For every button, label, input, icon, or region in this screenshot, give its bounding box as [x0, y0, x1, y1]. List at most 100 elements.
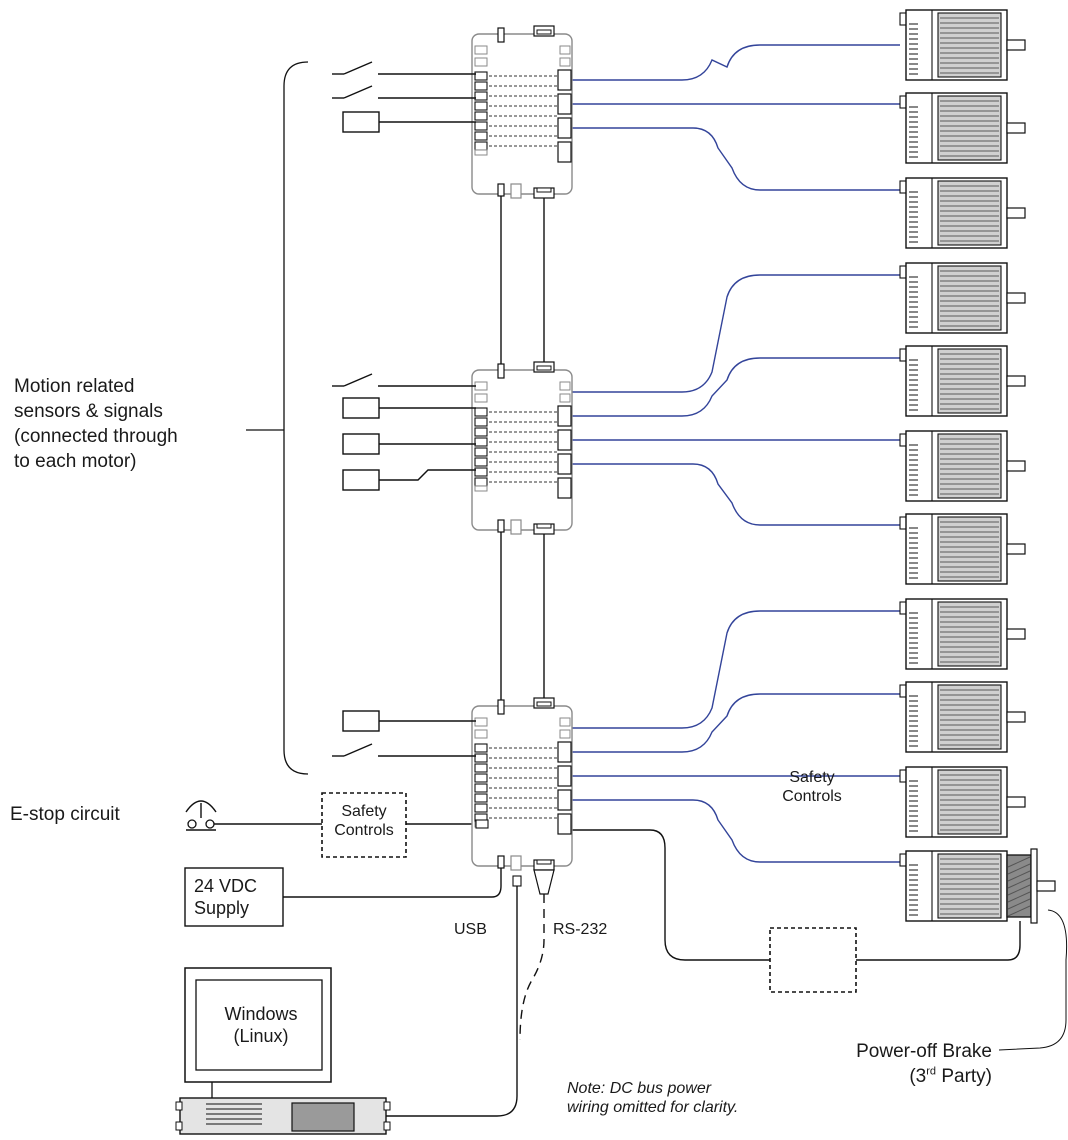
- motor-core: [937, 433, 1002, 499]
- controller-module-3: [471, 697, 573, 871]
- controller-motor-port: [557, 69, 572, 91]
- controller-motor-port: [557, 429, 572, 451]
- controller-bottom-port-pin: [536, 523, 552, 529]
- controller-module-1: [471, 25, 573, 199]
- controller-terminal: [474, 447, 488, 457]
- controller-terminal: [474, 743, 488, 753]
- safety-controls-line: Controls: [334, 822, 394, 839]
- controller-terminal: [474, 467, 488, 477]
- stepper-motor-4: [899, 262, 1026, 334]
- controller-module-2: [471, 361, 573, 535]
- switch-blade: [343, 85, 373, 99]
- motor-cables: [571, 44, 900, 863]
- controller-tab: [559, 717, 571, 727]
- brake-label-text: (3: [909, 1066, 927, 1087]
- controller-terminal: [474, 141, 488, 151]
- motor-cable: [571, 610, 900, 729]
- pc-label-line: (Linux): [233, 1026, 289, 1046]
- pc-label: Windows (Linux): [196, 1003, 326, 1047]
- supply-label-line: 24 VDC: [194, 876, 258, 896]
- motor-cable: [571, 44, 900, 81]
- estop-terminal: [475, 819, 489, 829]
- controller-tab: [474, 729, 488, 739]
- controller-terminal: [474, 91, 488, 101]
- controller-motor-port: [557, 93, 572, 115]
- stepper-motor-11: [899, 848, 1056, 924]
- usb-plug: [512, 875, 522, 887]
- controller-terminal: [474, 417, 488, 427]
- controller-motor-port: [557, 741, 572, 763]
- note-line: wiring omitted for clarity.: [567, 1099, 739, 1116]
- controller-terminal: [474, 793, 488, 803]
- controller-top-port-pin: [536, 365, 552, 371]
- controller-tab: [559, 57, 571, 67]
- controller-tab: [474, 149, 488, 156]
- controller-motor-port: [557, 765, 572, 787]
- sensors-label-line: to each motor): [14, 451, 137, 472]
- motor-shaft: [1006, 711, 1026, 723]
- motor-cable: [571, 127, 900, 191]
- motor-cable: [571, 463, 900, 526]
- motor-core: [937, 684, 1002, 750]
- motor-shaft: [1006, 122, 1026, 134]
- motor-shaft: [1006, 375, 1026, 387]
- safety-controls-line: Safety: [341, 803, 387, 820]
- controller-terminal: [474, 101, 488, 111]
- rs232-cable: [519, 894, 545, 1041]
- stepper-motor-7: [899, 513, 1026, 585]
- controller-tab: [559, 729, 571, 739]
- pc-drive: [291, 1102, 355, 1132]
- controller-motor-port: [557, 405, 572, 427]
- controller-terminal: [474, 427, 488, 437]
- controllers: [471, 25, 573, 871]
- brake-flange: [1030, 848, 1038, 924]
- bracket: [283, 61, 309, 775]
- motor-cable: [571, 274, 900, 393]
- monitor-screen: [195, 979, 323, 1071]
- controller-terminal: [474, 407, 488, 417]
- supply-label: 24 VDC Supply: [194, 875, 257, 919]
- motor-core: [937, 12, 1002, 78]
- brake-hatch: [1007, 898, 1031, 910]
- controller-bottom-connector: [497, 183, 505, 197]
- supply-label-line: Supply: [194, 898, 250, 918]
- switch-blade: [343, 373, 373, 387]
- pc-label-line: Windows: [224, 1004, 298, 1024]
- motor-core: [937, 769, 1002, 835]
- controller-body: [471, 369, 573, 531]
- brake-label-line: Power-off Brake: [856, 1041, 992, 1062]
- sensor-box-icon: [342, 111, 476, 133]
- note: Note: DC bus power wiring omitted for cl…: [567, 1079, 738, 1117]
- controller-motor-port: [557, 477, 572, 499]
- controller-motor-port: [557, 453, 572, 475]
- controller-motor-port: [557, 813, 572, 835]
- controller-tab: [559, 45, 571, 55]
- motor-shaft: [1006, 39, 1026, 51]
- computer-icon: [175, 967, 391, 1135]
- brake-hatch: [1007, 856, 1031, 868]
- pc-foot: [175, 1121, 183, 1131]
- switch-blade: [343, 61, 373, 75]
- controller-bottom-port-pin: [536, 859, 552, 865]
- controller-motor-port: [557, 141, 572, 163]
- estop-button-icon: [185, 800, 217, 831]
- rs232-label: RS-232: [553, 921, 608, 938]
- motor-core: [937, 601, 1002, 667]
- sensor-wire: [379, 469, 476, 481]
- controller-motor-port: [557, 117, 572, 139]
- stepper-motor-1: [899, 9, 1026, 81]
- motor-shaft: [1006, 460, 1026, 472]
- motors: [899, 9, 1056, 924]
- brake-safety-wire: [571, 829, 770, 961]
- motor-cable: [571, 357, 900, 417]
- stepper-motor-8: [899, 598, 1026, 670]
- brake-hatch: [1007, 870, 1031, 882]
- stepper-motor-10: [899, 766, 1026, 838]
- estop-label: E-stop circuit: [10, 804, 120, 825]
- motor-shaft: [1006, 207, 1026, 219]
- safety-controls-box-2: [769, 927, 857, 993]
- controller-terminal: [474, 763, 488, 773]
- motor-shaft: [1006, 292, 1026, 304]
- motor-core: [937, 516, 1002, 582]
